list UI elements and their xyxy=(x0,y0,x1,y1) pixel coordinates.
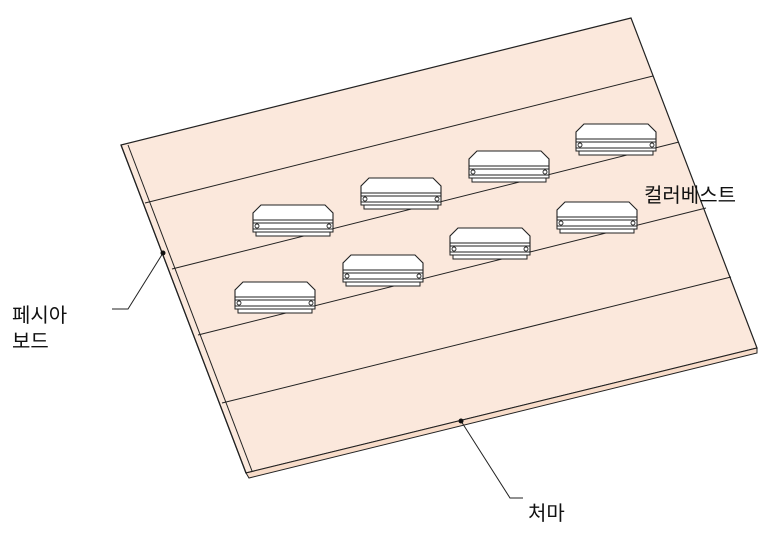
leader-lines xyxy=(112,252,523,499)
roof-vent-icon xyxy=(468,150,550,183)
roof-surface xyxy=(120,17,758,474)
shingle-line xyxy=(144,75,654,204)
fascia-board-edge xyxy=(120,144,247,474)
eaves-label: 처마 xyxy=(528,501,565,525)
fascia-leader-line xyxy=(112,252,164,310)
eaves-leader-dot xyxy=(458,418,464,424)
roof-vent-icon xyxy=(342,254,424,287)
roof-vent-icon xyxy=(252,204,334,237)
fascia-board-label-line1: 페시아 xyxy=(12,303,67,327)
roof-vent-icon xyxy=(575,123,657,156)
eaves-edge xyxy=(245,347,758,479)
fascia-board-edge-inner xyxy=(127,144,253,472)
roof-vent-icon xyxy=(556,201,638,234)
roof-vent-icon xyxy=(360,177,442,210)
shingle-line xyxy=(221,276,732,404)
fascia-board-label-line2: 보드 xyxy=(12,329,49,353)
roof-vent-icon xyxy=(449,227,531,260)
eaves-leader-line xyxy=(460,420,523,499)
fascia-leader-dot xyxy=(160,250,166,256)
colored-vest-label: 컬러베스트 xyxy=(644,183,736,207)
roof-vent-icon xyxy=(234,281,316,314)
